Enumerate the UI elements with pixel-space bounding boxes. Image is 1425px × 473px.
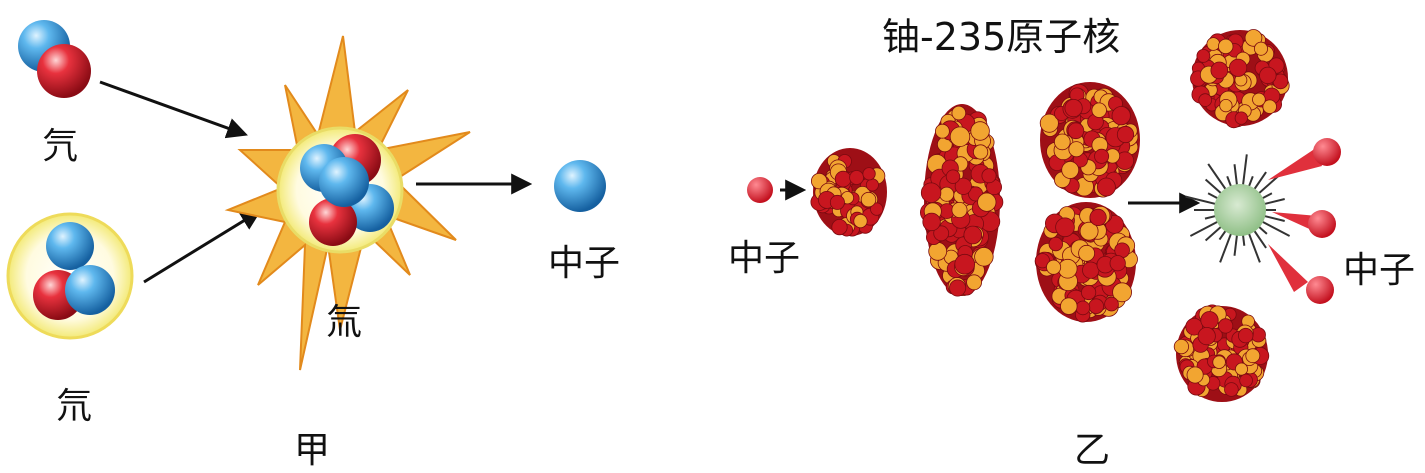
panel-yi: 铀-235原子核 中子 中子 乙: [728, 15, 1415, 471]
arrow-deuterium-to-fusion: [99, 80, 248, 139]
deuterium-nucleus: [18, 20, 91, 98]
splitting-nucleus-upper: [1039, 82, 1140, 198]
tritium-label: 氘: [56, 386, 92, 427]
fission-core: [1185, 154, 1291, 263]
fission-fragment-upper: [1190, 29, 1290, 129]
neutron-trail: [1268, 244, 1308, 292]
released-neutron: [1308, 210, 1336, 238]
neutron-trail: [1272, 212, 1318, 232]
neutron-trail: [1268, 148, 1322, 180]
arrow-tritium-to-fusion: [143, 209, 262, 284]
caption-jia: 甲: [294, 430, 330, 471]
tritium-nucleus: [6, 212, 134, 340]
neutron-particle: [554, 160, 606, 212]
uranium-title: 铀-235原子核: [882, 15, 1120, 59]
caption-yi: 乙: [1074, 430, 1110, 471]
uranium-nucleus: [810, 148, 887, 237]
helium-label: 氚: [326, 302, 362, 343]
released-neutron: [1313, 138, 1341, 166]
splitting-nucleus-lower: [1034, 202, 1138, 323]
released-neutron: [1306, 276, 1334, 304]
incoming-neutron: [747, 177, 773, 203]
neutron-label: 中子: [548, 243, 620, 284]
helium-nucleus: [300, 134, 394, 246]
released-neutrons-label: 中子: [1343, 250, 1415, 291]
released-neutrons: [1268, 138, 1341, 304]
fission-fragment-lower: [1173, 304, 1270, 402]
panel-jia: 氕 氘 氚 中子 甲: [6, 20, 620, 471]
incoming-neutron-label: 中子: [728, 238, 800, 279]
elongated-nucleus: [920, 104, 1004, 297]
deuterium-label: 氕: [42, 126, 78, 167]
